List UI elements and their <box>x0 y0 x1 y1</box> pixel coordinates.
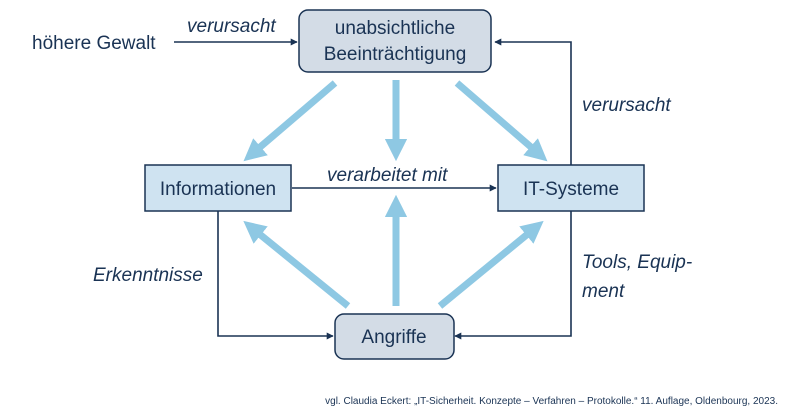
label-verursacht-right: verursacht <box>582 95 671 116</box>
node-informationen-label: Informationen <box>160 179 276 200</box>
label-tools-line2: ment <box>582 281 625 302</box>
label-tools-line1: Tools, Equip- <box>582 252 692 273</box>
label-erkenntnisse: Erkenntnisse <box>93 265 203 286</box>
node-informationen <box>144 164 292 212</box>
arrow-informationen-to-angriffe <box>217 211 334 340</box>
node-it-systeme-label: IT-Systeme <box>523 179 619 200</box>
label-hoehere-gewalt: höhere Gewalt <box>32 33 156 54</box>
arrow-it-systeme-to-top <box>494 38 572 165</box>
label-verursacht-top: verursacht <box>187 16 276 37</box>
citation: vgl. Claudia Eckert: „IT-Sicherheit. Kon… <box>325 396 778 407</box>
arrow-angriffe-to-it-systeme <box>437 220 544 309</box>
label-verarbeitet-mit: verarbeitet mit <box>327 165 448 186</box>
node-it-systeme <box>497 164 645 212</box>
arrow-top-to-informationen <box>243 80 338 162</box>
arrow-it-systeme-to-angriffe <box>454 211 572 340</box>
arrow-angriffe-to-informationen <box>243 220 351 309</box>
arrow-top-to-it-systeme <box>454 80 548 162</box>
node-unabsichtliche-beeintraechtigung <box>298 9 492 73</box>
node-angriffe <box>334 313 455 360</box>
node-top-line1: unabsichtliche <box>335 18 455 39</box>
node-angriffe-label: Angriffe <box>361 327 426 348</box>
node-top-line2: Beeinträchtigung <box>324 44 467 65</box>
